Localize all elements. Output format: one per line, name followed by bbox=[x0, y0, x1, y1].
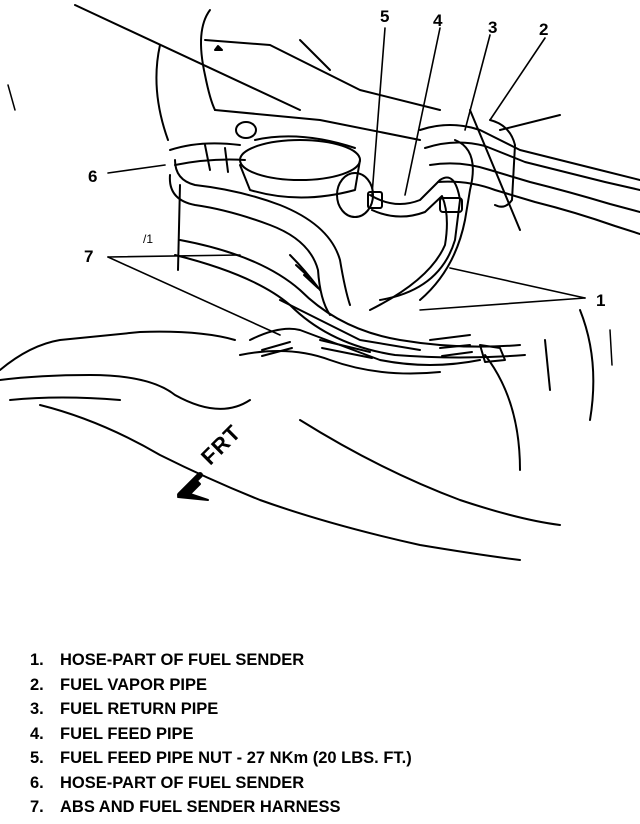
fuel-feed-pipe bbox=[367, 139, 474, 311]
callout-1: 1 bbox=[596, 291, 606, 310]
legend-item: 5. FUEL FEED PIPE NUT - 27 NKm (20 LBS. F… bbox=[30, 746, 412, 771]
legend-item: 6. HOSE-PART OF FUEL SENDER bbox=[30, 771, 412, 796]
legend-text: HOSE-PART OF FUEL SENDER bbox=[60, 651, 305, 669]
callout-6: 6 bbox=[88, 167, 98, 186]
legend-item: 1. HOSE-PART OF FUEL SENDER bbox=[30, 648, 412, 673]
legend-text: FUEL FEED PIPE bbox=[60, 724, 194, 743]
callout-5: 5 bbox=[380, 7, 390, 26]
fuel-system-illustration bbox=[0, 4, 640, 561]
parts-legend: 1. HOSE-PART OF FUEL SENDER 2. FUEL VAPOR … bbox=[30, 648, 412, 820]
callout-2: 2 bbox=[539, 20, 549, 39]
legend-number: 3. bbox=[30, 700, 44, 718]
leader-lines bbox=[107, 27, 586, 336]
legend-text: HOSE-PART OF FUEL SENDER bbox=[60, 773, 305, 792]
legend-item: 7. ABS AND FUEL SENDER HARNESS bbox=[30, 795, 412, 820]
body-outline bbox=[0, 4, 613, 561]
legend-text: FUEL RETURN PIPE bbox=[60, 700, 219, 718]
callout-3: 3 bbox=[488, 18, 498, 37]
legend-text: FUEL FEED PIPE NUT - 27 NKm (20 LBS. FT.… bbox=[60, 749, 412, 767]
hose-part-lines bbox=[168, 159, 351, 316]
legend-item: 4. FUEL FEED PIPE bbox=[30, 722, 412, 747]
legend-number: 7. bbox=[30, 798, 44, 816]
callout-4: 4 bbox=[433, 11, 443, 30]
legend-text: ABS AND FUEL SENDER HARNESS bbox=[60, 798, 341, 816]
front-direction-arrow-icon bbox=[177, 472, 209, 501]
legend-number: 6. bbox=[30, 773, 44, 792]
legend-number: 2. bbox=[30, 675, 44, 694]
small-mark: /1 bbox=[143, 232, 154, 246]
fuel-pipe-rails bbox=[419, 109, 640, 235]
harness-lines bbox=[174, 239, 526, 375]
legend-number: 5. bbox=[30, 749, 44, 767]
legend-item: 2. FUEL VAPOR PIPE bbox=[30, 673, 412, 698]
legend-text: FUEL VAPOR PIPE bbox=[60, 675, 208, 694]
fuel-pump-canister bbox=[169, 121, 374, 218]
legend-item: 3. FUEL RETURN PIPE bbox=[30, 697, 412, 722]
legend-number: 1. bbox=[30, 651, 44, 669]
callout-7: 7 bbox=[84, 247, 94, 266]
legend-number: 4. bbox=[30, 724, 44, 743]
